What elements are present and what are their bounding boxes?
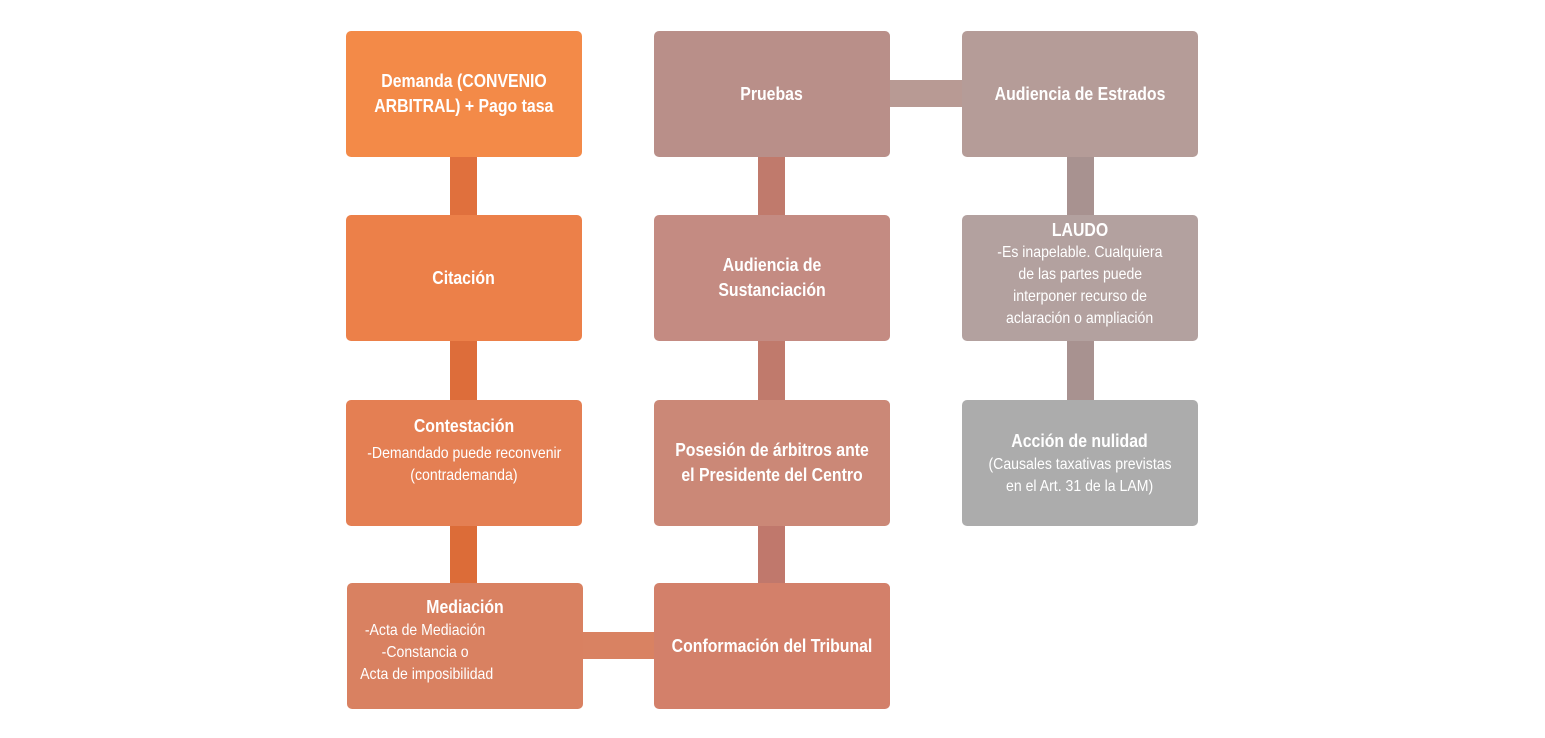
node-description: -Es inapelable. Cualquiera [997,244,1163,261]
node-title: Acción de nulidad [1011,430,1149,451]
node-title: LAUDO [1051,220,1109,240]
connector-pruebas-estrados [890,80,963,107]
connector-posesion-sustanciacion [758,341,785,401]
connector-contestacion-mediacion [450,525,477,584]
node-title: Contestación [413,416,515,436]
node-mediacion: Mediación -Acta de Mediación -Constancia… [347,583,583,709]
node-title: Audiencia de [722,255,822,275]
node-citacion: Citación [346,215,582,341]
connector-estrados-laudo [1067,156,1094,216]
node-description-list: -Acta de Mediación -Constancia o Acta de… [353,620,512,686]
node-title: Pruebas [740,83,804,104]
connector-laudo-nulidad [1067,341,1094,401]
node-title: Posesión de árbitros ante [675,440,869,460]
node-title: ARBITRAL) + Pago tasa [374,96,554,116]
node-title: el Presidente del Centro [681,465,863,485]
node-conformacion-tribunal: Conformación del Tribunal [654,583,890,709]
node-demanda: Demanda (CONVENIO ARBITRAL) + Pago tasa [346,31,582,157]
connector-mediacion-conformacion [582,632,655,659]
node-audiencia-estrados: Audiencia de Estrados [962,31,1198,157]
node-description: en el Art. 31 de la LAM) [1006,477,1154,495]
node-contestacion: Contestación -Demandado puede reconvenir… [346,400,582,526]
node-description: aclaración o ampliación [1006,310,1154,327]
node-description: -Acta de Mediación [364,622,486,639]
node-audiencia-sustanciacion: Audiencia de Sustanciación [654,215,890,341]
node-accion-nulidad: Acción de nulidad (Causales taxativas pr… [962,400,1198,526]
connector-demanda-citacion [450,156,477,216]
connector-conformacion-posesion [758,525,785,584]
node-title: Audiencia de Estrados [994,83,1166,104]
node-title: Sustanciación [718,280,826,300]
node-title: Citación [432,267,496,288]
node-description: -Constancia o [381,644,469,661]
node-description: interponer recurso de [1013,288,1147,305]
connector-citacion-contestacion [450,341,477,401]
node-pruebas: Pruebas [654,31,890,157]
node-description: de las partes puede [1018,266,1142,283]
node-description: Acta de imposibilidad [357,666,494,683]
node-description: (contrademanda) [410,467,518,484]
node-title: Mediación [426,597,504,617]
node-posesion-arbitros: Posesión de árbitros ante el Presidente … [654,400,890,526]
node-description: -Demandado puede reconvenir [366,445,562,462]
node-title: Demanda (CONVENIO [381,71,547,91]
connector-sustanciacion-pruebas [758,156,785,216]
node-laudo: LAUDO -Es inapelable. Cualquiera de las … [962,215,1198,341]
node-description: (Causales taxativas previstas [988,455,1172,473]
node-title: Conformación del Tribunal [671,635,873,656]
